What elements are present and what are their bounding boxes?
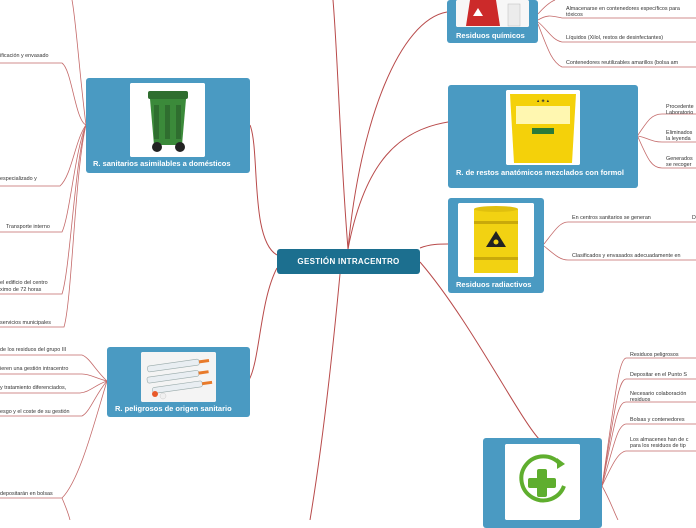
leaf-reciclaje-5: Bolsas y contenedores [630, 417, 685, 423]
leaf-left-8: ieren una gestión intracentro [0, 366, 69, 372]
green-plus-recycle-icon [505, 444, 580, 520]
leaf-anatomicos-2: Laboratorio [666, 110, 694, 116]
leaf-anatomicos-1: Procedente [666, 104, 694, 110]
leaf-quimicos-4: Contenedores reutilizables amarillos (bo… [566, 60, 679, 66]
leaf-quimicos-2: tóxicos [566, 12, 583, 18]
leaf-left-3: Transporte interno [6, 224, 50, 230]
yellow-biohazard-container-icon: ▲ ☣ ▲ [506, 90, 580, 165]
leaf-left-1: ificación y envasado [0, 53, 49, 59]
leaf-left-4: el edificio del centro [0, 280, 48, 286]
leaf-anatomicos-3: Eliminados [666, 130, 693, 136]
leaf-reciclaje-6: Los almacenes han de c [630, 437, 689, 443]
leaf-radiactivos-1: En centros sanitarios se generan [572, 215, 651, 221]
node-residuos-radiactivos[interactable]: Residuos radiactivos [448, 198, 544, 293]
leaf-left-7: de los residuos del grupo III [0, 347, 67, 353]
root-node-gestion-intracentro[interactable]: GESTIÓN INTRACENTRO [277, 249, 420, 274]
node-residuos-sanitarios-asimilables[interactable]: R. sanitarios asimilables a domésticos [86, 78, 250, 173]
green-wheelie-bin-icon [130, 83, 205, 157]
leaf-anatomicos-6: se recoger [666, 162, 692, 168]
leaf-radiactivos-3: Clasificados y envasados adecuadamente e… [572, 253, 681, 259]
hazard-bag-icon [456, 0, 529, 27]
leaf-reciclaje-1: Residuos peligrosos [630, 352, 679, 358]
leaf-quimicos-3: Líquidos (Xilol, restos de desinfectante… [566, 35, 664, 41]
radioactive-barrel-icon [458, 203, 534, 277]
leaf-radiactivos-2: D [692, 215, 696, 221]
root-label: GESTIÓN INTRACENTRO [297, 257, 400, 266]
leaf-left-9: y tratamiento diferenciados, [0, 385, 67, 391]
node-restos-anatomicos-formol[interactable]: ▲ ☣ ▲ R. de restos anatómicos mezclados … [448, 85, 638, 188]
leaf-reciclaje-3: Necesario colaboración [630, 391, 687, 397]
leaf-reciclaje-4: residuos [630, 397, 651, 403]
node-gestion-residuos-plus[interactable] [483, 438, 602, 528]
leaf-left-2: especializado y [0, 176, 37, 182]
leaf-left-10: esgo y el coste de su gestión [0, 409, 70, 415]
node-residuos-quimicos[interactable]: Residuos químicos [447, 0, 538, 43]
leaf-anatomicos-5: Generados [666, 156, 693, 162]
leaf-anatomicos-4: la leyenda [666, 136, 691, 142]
syringes-icon [141, 352, 216, 402]
node-residuos-peligrosos-sanitario[interactable]: R. peligrosos de origen sanitario [107, 347, 250, 417]
node-label: Residuos químicos [456, 31, 525, 40]
node-label: Residuos radiactivos [456, 280, 532, 289]
leaf-left-5: ximo de 72 horas [0, 287, 42, 293]
node-label: R. de restos anatómicos mezclados con fo… [456, 168, 624, 177]
leaf-quimicos-1: Almacenarse en contenedores específicos … [566, 6, 680, 12]
svg-text:▲ ☣ ▲: ▲ ☣ ▲ [536, 98, 550, 103]
leaf-reciclaje-7: para los residuos de tip [630, 443, 686, 449]
leaf-left-6: servicios municipales [0, 320, 51, 326]
leaf-reciclaje-2: Depositar en el Punto S [630, 372, 687, 378]
node-label: R. sanitarios asimilables a domésticos [93, 159, 231, 168]
leaf-left-11: depositarán en bolsas [0, 491, 53, 497]
node-label: R. peligrosos de origen sanitario [115, 404, 232, 413]
